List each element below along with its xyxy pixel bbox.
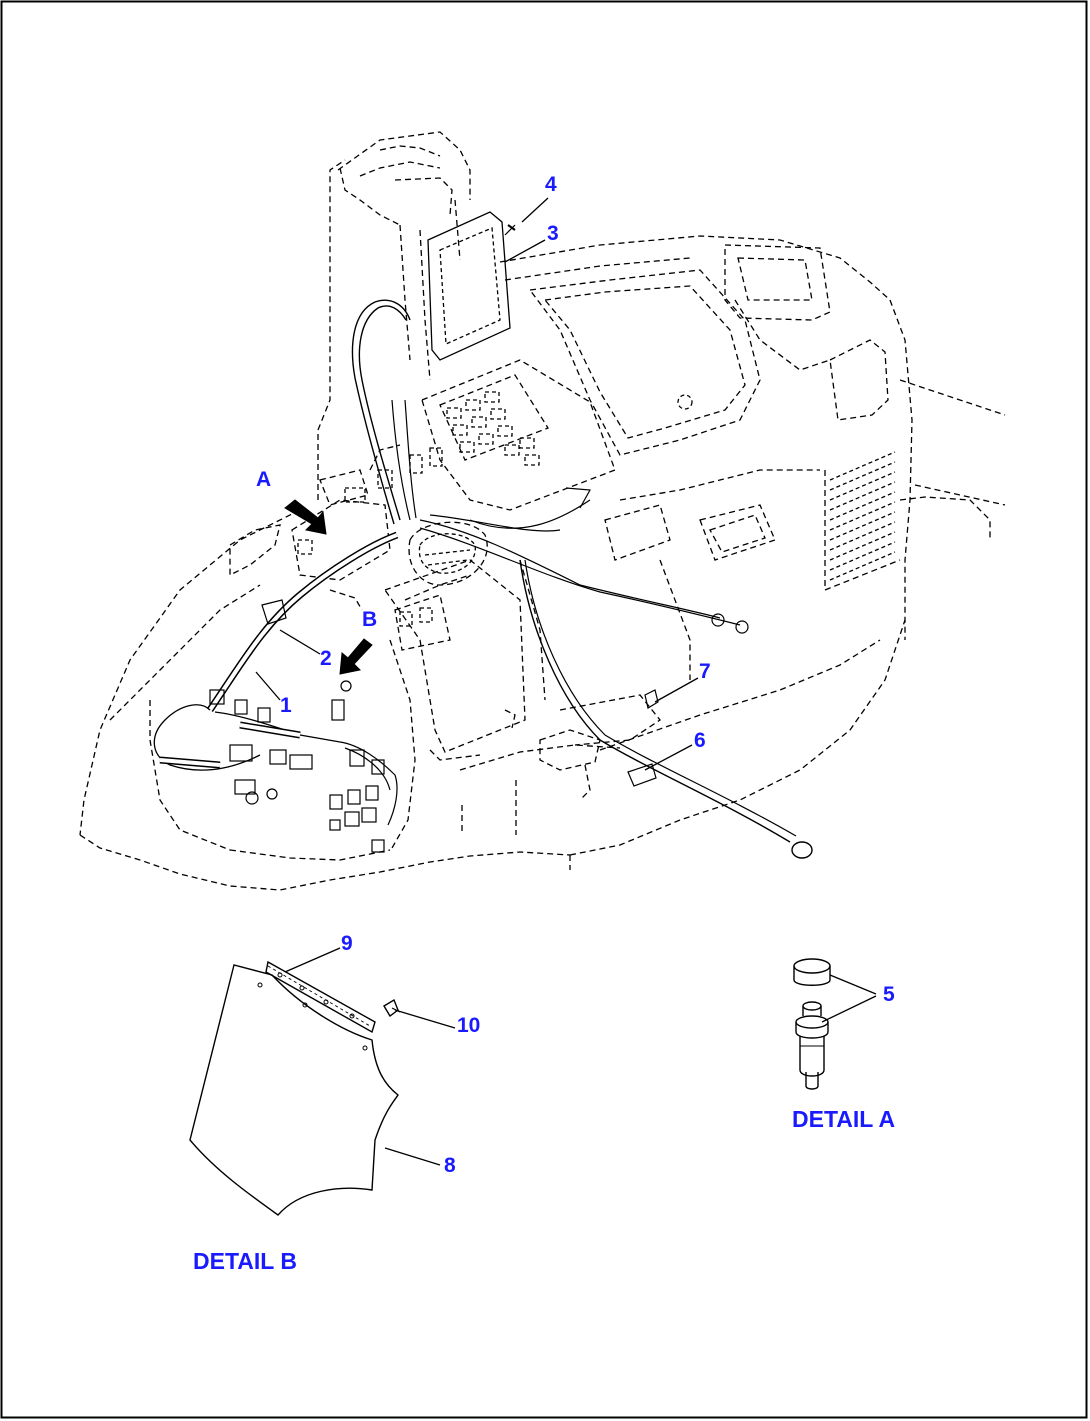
leader-1 xyxy=(255,671,281,701)
bolt xyxy=(383,998,399,1018)
callout-4: 4 xyxy=(545,173,557,196)
detail-b-cover xyxy=(189,960,401,1216)
callout-1: 1 xyxy=(280,694,292,717)
detail-a-switch xyxy=(793,958,831,1090)
callout-8: 8 xyxy=(444,1154,456,1177)
detail-titles: DETAIL A DETAIL B xyxy=(193,1106,895,1274)
cab-console-assembly xyxy=(79,131,1006,891)
callout-7: 7 xyxy=(699,660,711,683)
leader-8 xyxy=(384,1147,441,1166)
callout-labels: 1 2 3 4 5 6 7 8 9 10 xyxy=(280,173,895,1177)
leader-7 xyxy=(654,677,699,703)
view-marker-a: A xyxy=(256,468,271,491)
callout-3: 3 xyxy=(547,222,559,245)
callout-9: 9 xyxy=(341,932,353,955)
cover-plate xyxy=(189,964,399,1216)
detail-a-title: DETAIL A xyxy=(792,1106,895,1132)
leader-5b xyxy=(821,995,877,1023)
leader-9 xyxy=(284,947,341,973)
leader-3 xyxy=(504,239,546,263)
callout-5: 5 xyxy=(883,983,895,1006)
leader-lines xyxy=(255,197,877,1166)
callout-2: 2 xyxy=(320,647,332,670)
view-markers: A B xyxy=(256,468,377,631)
leader-6 xyxy=(644,744,693,771)
wiring-harness xyxy=(153,224,813,859)
leader-2 xyxy=(279,629,321,655)
leader-4 xyxy=(521,197,549,223)
callout-10: 10 xyxy=(457,1014,480,1037)
view-marker-b: B xyxy=(362,608,377,631)
leader-5a xyxy=(829,974,877,995)
view-arrow-b xyxy=(339,638,373,675)
detail-b-title: DETAIL B xyxy=(193,1248,297,1274)
view-arrows xyxy=(284,499,373,675)
callout-6: 6 xyxy=(694,729,706,752)
leader-10 xyxy=(394,1009,456,1029)
view-arrow-a xyxy=(284,499,327,535)
bracket xyxy=(265,960,376,1034)
